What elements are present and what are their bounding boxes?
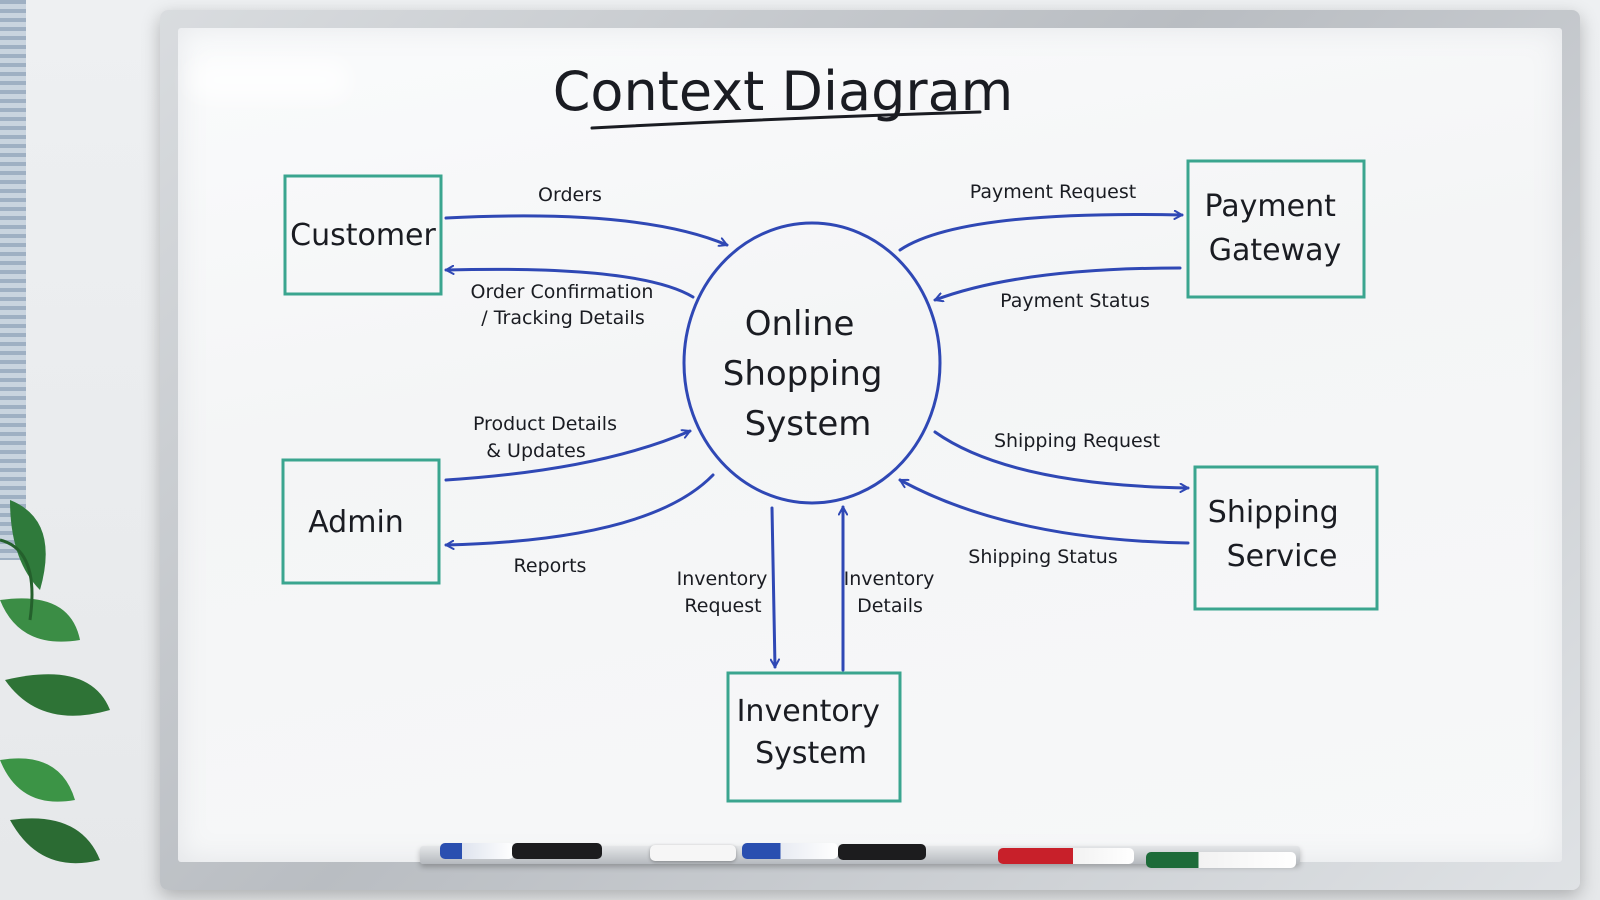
flow-label-orders: Orders — [538, 184, 602, 206]
center-process-circle — [682, 221, 942, 505]
entity-payment-gateway: Payment Gateway — [1186, 159, 1366, 299]
arrow-reports — [444, 473, 715, 545]
window-blinds — [0, 0, 26, 560]
payment-gateway-label: Payment Gateway — [1205, 189, 1346, 268]
admin-box — [281, 458, 441, 585]
marker-black-1[interactable] — [512, 843, 602, 859]
flow-label-reports: Reports — [514, 555, 587, 577]
marker-green[interactable] — [1146, 852, 1296, 868]
customer-box — [283, 174, 443, 296]
flow-label-product-details: Product Details & Updates — [473, 413, 623, 462]
marker-black-2[interactable] — [838, 844, 926, 860]
entity-shipping-service: Shipping Service — [1193, 465, 1379, 611]
marker-blue-1[interactable] — [440, 843, 514, 859]
center-line-3: System — [745, 404, 872, 444]
title-underline — [590, 110, 982, 130]
flow-label-inventory-request: Inventory Request — [677, 568, 774, 617]
arrow-shipping-status — [898, 478, 1190, 545]
center-line-1: Online — [745, 304, 855, 344]
marker-red[interactable] — [998, 848, 1134, 864]
entity-admin: Admin — [281, 458, 441, 585]
center-line-2: Shopping — [723, 354, 883, 394]
entity-inventory-system: Inventory System — [726, 671, 902, 803]
arrow-order-confirmation — [444, 269, 695, 299]
arrow-payment-request — [898, 214, 1184, 252]
marker-blue-2[interactable] — [742, 843, 838, 859]
flow-label-inventory-details: Inventory Details — [844, 568, 941, 617]
whiteboard-surface — [178, 28, 1562, 862]
flow-label-shipping-status: Shipping Status — [968, 546, 1117, 568]
flow-label-payment-request: Payment Request — [970, 181, 1136, 203]
entity-customer: Customer — [283, 174, 443, 296]
arrow-orders — [444, 214, 729, 245]
customer-label: Customer — [290, 218, 436, 253]
flow-label-payment-status: Payment Status — [1000, 290, 1150, 312]
payment-gateway-box — [1186, 159, 1366, 299]
admin-label: Admin — [308, 505, 404, 540]
light-glare — [190, 60, 350, 100]
arrow-inventory-request — [772, 506, 775, 669]
flow-label-order-confirmation: Order Confirmation / Tracking Details — [470, 281, 659, 329]
inventory-system-box — [726, 671, 902, 803]
marker-white[interactable] — [650, 845, 736, 861]
arrow-product-details — [444, 431, 692, 482]
arrow-shipping-request — [933, 430, 1190, 488]
potted-plant — [0, 500, 110, 864]
inventory-system-label: Inventory System — [737, 694, 890, 771]
center-process-label: Online Shopping System — [723, 304, 894, 444]
shipping-service-box — [1193, 465, 1379, 611]
flow-label-shipping-request: Shipping Request — [994, 430, 1160, 452]
arrow-payment-status — [933, 266, 1182, 300]
shipping-service-label: Shipping Service — [1208, 495, 1348, 574]
